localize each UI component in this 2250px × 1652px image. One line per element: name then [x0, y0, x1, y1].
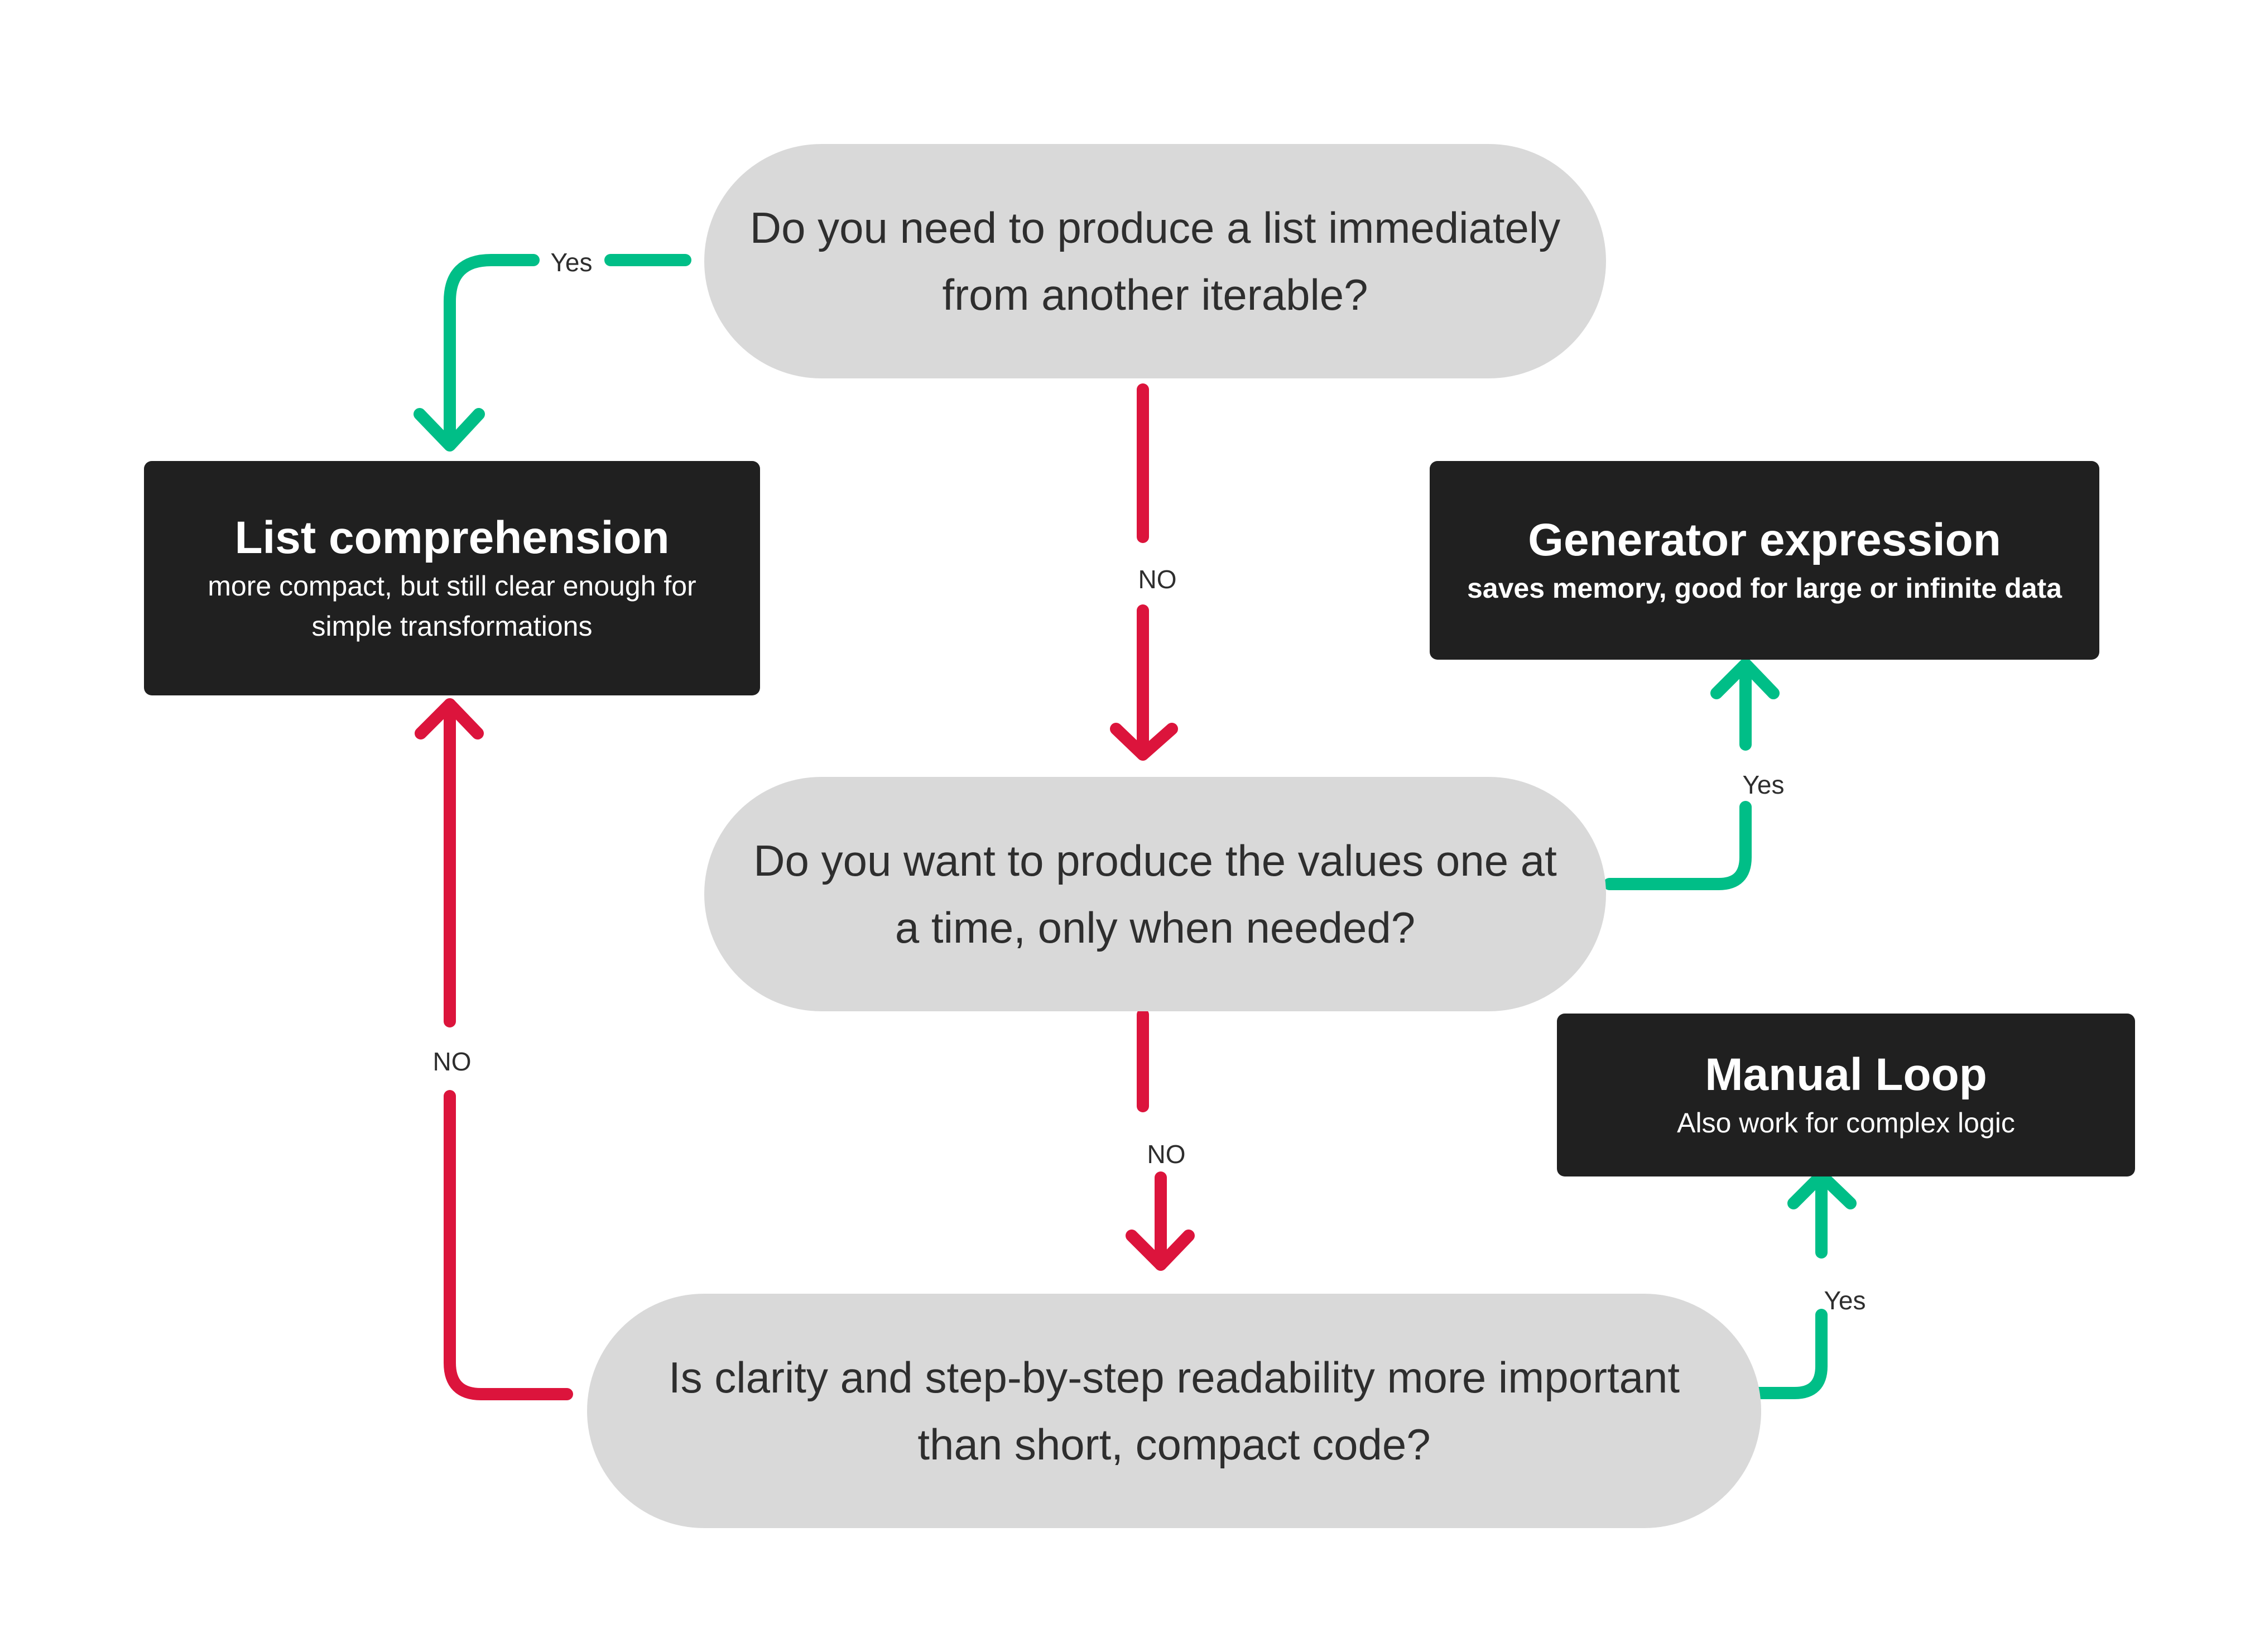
- edge-q1-yes-list: [414, 254, 691, 452]
- arrow-head-down-icon: [1126, 1230, 1195, 1271]
- outcome-description: more compact, but still clear enough for…: [208, 570, 696, 642]
- edge-label-yes: Yes: [550, 248, 593, 277]
- edge-q3-yes-loop: [1752, 1169, 1857, 1399]
- outcome-title: Manual Loop: [1705, 1049, 1987, 1100]
- edge-q3-no-list: [415, 698, 573, 1400]
- edge-line: [444, 254, 540, 447]
- arrow-head-up-icon: [415, 698, 484, 739]
- outcome-title: List comprehension: [234, 512, 670, 563]
- outcome-description: saves memory, good for large or infinite…: [1467, 573, 2062, 604]
- edge-label-no: NO: [1147, 1140, 1186, 1169]
- outcome-list-comprehension: List comprehension more compact, but sti…: [144, 461, 760, 695]
- question-text: Do you need to produce a list immediatel…: [749, 203, 1561, 319]
- edge-label-yes: Yes: [1742, 770, 1785, 799]
- edge-label-no: NO: [1138, 565, 1177, 594]
- edge-q2-no-q3: [1126, 1009, 1195, 1271]
- edge-q1-no-q2: [1110, 383, 1178, 761]
- question-text: Is clarity and step-by-step readability …: [668, 1353, 1680, 1469]
- outcome-description: Also work for complex logic: [1677, 1107, 2015, 1139]
- question-text: Do you want to produce the values one at…: [753, 836, 1557, 952]
- arrow-head-down-icon: [414, 408, 485, 452]
- edge-line: [444, 1090, 573, 1400]
- arrow-head-down-icon: [1110, 723, 1178, 761]
- question-clarity-vs-compact: Is clarity and step-by-step readability …: [587, 1294, 1761, 1528]
- edge-q2-yes-gen: [1603, 658, 1780, 890]
- edge-line: [1752, 1309, 1828, 1399]
- question-list-immediately: Do you need to produce a list immediatel…: [704, 144, 1606, 378]
- outcome-generator-expression: Generator expression saves memory, good …: [1430, 461, 2099, 660]
- edge-label-yes: Yes: [1824, 1286, 1866, 1315]
- question-values-one-at-a-time: Do you want to produce the values one at…: [704, 777, 1606, 1011]
- arrow-head-up-icon: [1710, 658, 1780, 699]
- edge-label-no: NO: [432, 1047, 472, 1076]
- outcome-title: Generator expression: [1528, 515, 2001, 565]
- edge-line: [1603, 801, 1752, 890]
- outcome-manual-loop: Manual Loop Also work for complex logic: [1557, 1014, 2135, 1176]
